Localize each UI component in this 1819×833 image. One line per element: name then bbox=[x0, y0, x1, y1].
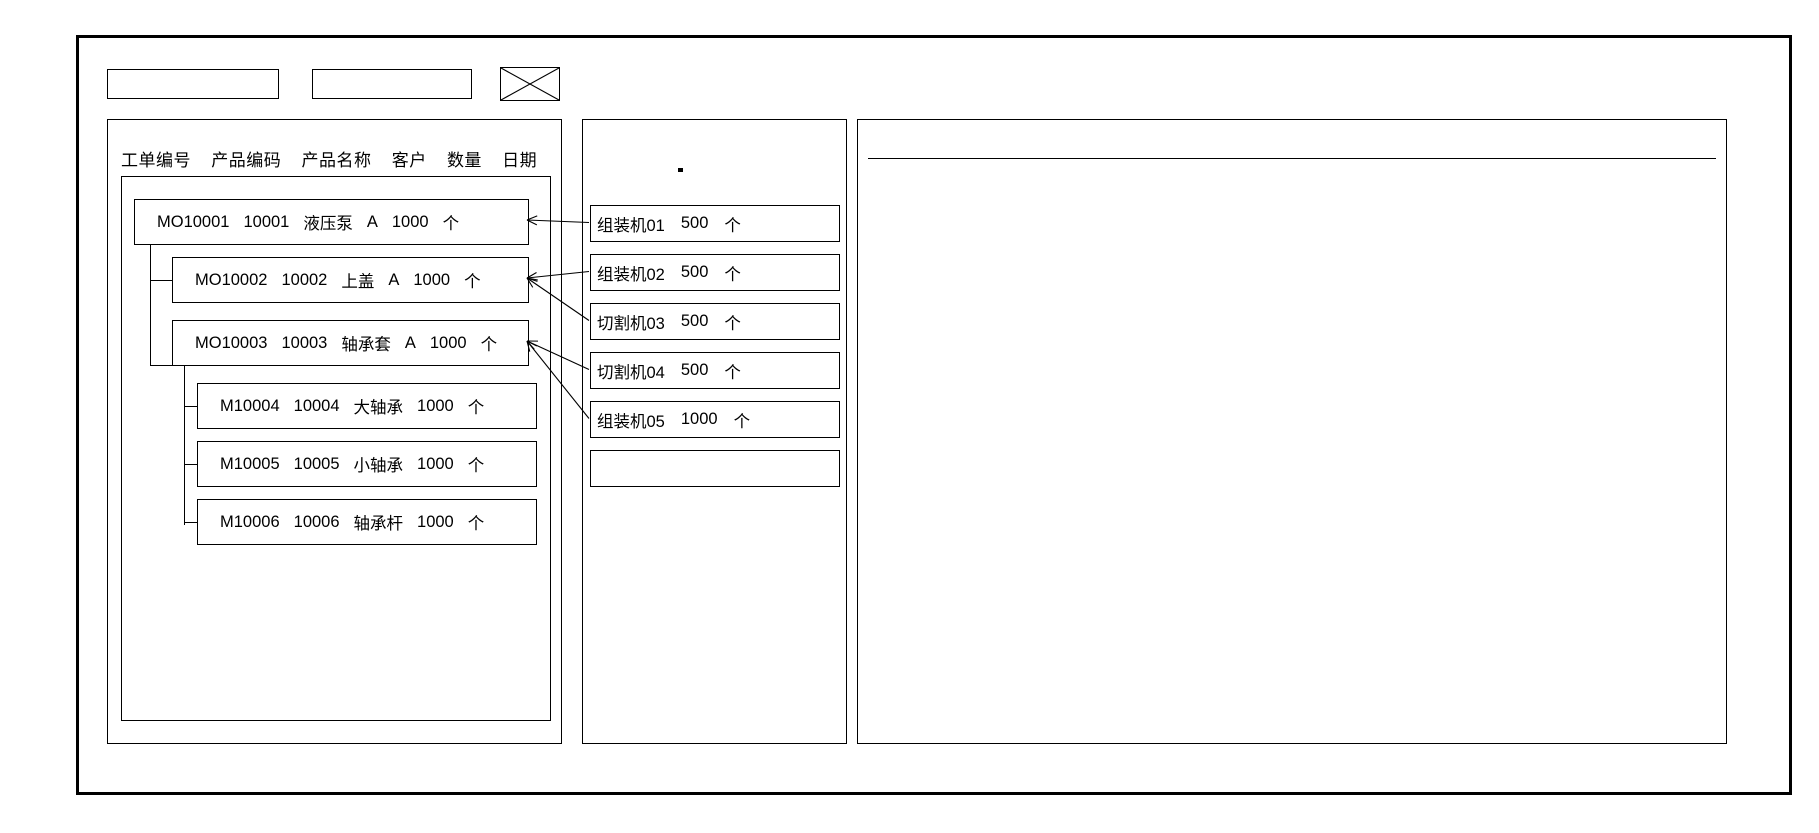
work-order-product-name: 轴承杆 bbox=[353, 515, 404, 533]
machine-quantity: 1000 bbox=[680, 410, 718, 428]
work-order-row[interactable]: M10006 10006 轴承杆 1000 个 bbox=[197, 499, 537, 545]
tree-connector-line bbox=[184, 464, 197, 466]
work-order-order-no: M10006 bbox=[220, 512, 280, 531]
work-order-product-name: 上盖 bbox=[341, 273, 375, 291]
machine-unit: 个 bbox=[724, 216, 741, 235]
machine-unit: 个 bbox=[724, 314, 741, 333]
work-order-unit: 个 bbox=[467, 515, 485, 533]
machine-name: 组装机02 bbox=[597, 265, 665, 284]
work-order-unit: 个 bbox=[442, 215, 460, 233]
work-order-product-code: 10001 bbox=[243, 212, 290, 231]
work-order-unit: 个 bbox=[467, 399, 485, 417]
work-order-panel: 工单编号 产品编码 产品名称 客户 数量 日期 MO10001 10001 液压泵 A… bbox=[107, 119, 562, 744]
machine-row-empty-slot[interactable] bbox=[590, 450, 840, 487]
tree-connector-line bbox=[184, 406, 197, 408]
work-order-unit: 个 bbox=[464, 273, 481, 291]
machine-name: 切割机04 bbox=[597, 363, 665, 382]
machine-row[interactable]: 切割机03 500 个 bbox=[590, 303, 840, 340]
work-order-unit: 个 bbox=[467, 457, 485, 475]
machine-name: 组装机05 bbox=[597, 412, 665, 431]
work-order-product-name: 大轴承 bbox=[353, 399, 404, 417]
work-order-product-name: 轴承套 bbox=[341, 336, 391, 354]
machine-unit: 个 bbox=[733, 412, 751, 431]
toolbar-input-1[interactable] bbox=[107, 69, 279, 99]
work-order-product-code: 10002 bbox=[281, 270, 328, 289]
work-order-quantity: 1000 bbox=[417, 454, 454, 473]
work-order-quantity: 1000 bbox=[429, 333, 467, 352]
machine-name: 切割机03 bbox=[597, 314, 665, 333]
image-placeholder-cross bbox=[501, 68, 559, 100]
machine-unit: 个 bbox=[724, 363, 741, 382]
panel-marker-dot bbox=[678, 168, 683, 172]
tree-connector-line bbox=[150, 245, 152, 365]
machine-name: 组装机01 bbox=[597, 216, 665, 235]
work-order-product-code: 10006 bbox=[293, 512, 340, 531]
work-order-row[interactable]: M10004 10004 大轴承 1000 个 bbox=[197, 383, 537, 429]
machine-row[interactable]: 切割机04 500 个 bbox=[590, 352, 840, 389]
machine-row[interactable]: 组装机01 500 个 bbox=[590, 205, 840, 242]
work-order-product-code: 10004 bbox=[293, 396, 340, 415]
work-order-product-name: 液压泵 bbox=[303, 215, 353, 233]
work-order-column-headers: 工单编号 产品编码 产品名称 客户 数量 日期 bbox=[121, 146, 551, 171]
work-order-order-no: MO10001 bbox=[157, 212, 230, 231]
machine-quantity: 500 bbox=[680, 214, 709, 232]
column-header-customer: 客户 bbox=[391, 151, 427, 170]
work-order-customer: A bbox=[366, 212, 378, 231]
work-order-product-code: 10003 bbox=[281, 333, 328, 352]
work-order-product-code: 10005 bbox=[293, 454, 340, 473]
work-order-row[interactable]: M10005 10005 小轴承 1000 个 bbox=[197, 441, 537, 487]
work-order-quantity: 1000 bbox=[417, 512, 454, 531]
column-header-order-no: 工单编号 bbox=[121, 151, 191, 170]
column-header-date: 日期 bbox=[502, 151, 538, 170]
work-order-order-no: M10004 bbox=[220, 396, 280, 415]
work-order-product-name: 小轴承 bbox=[353, 457, 404, 475]
work-order-row[interactable]: MO10003 10003 轴承套 A 1000 个 bbox=[172, 320, 529, 366]
work-order-customer: A bbox=[388, 270, 400, 289]
work-order-quantity: 1000 bbox=[417, 396, 454, 415]
column-header-quantity: 数量 bbox=[446, 151, 482, 170]
work-order-order-no: MO10002 bbox=[195, 270, 268, 289]
column-header-product-name: 产品名称 bbox=[301, 151, 372, 170]
detail-panel-header-divider bbox=[868, 158, 1716, 160]
work-order-row[interactable]: MO10001 10001 液压泵 A 1000 个 bbox=[134, 199, 529, 245]
tree-connector-line bbox=[150, 280, 172, 282]
machine-quantity: 500 bbox=[680, 361, 709, 379]
image-placeholder-icon[interactable] bbox=[500, 67, 560, 101]
column-header-product-code: 产品编码 bbox=[211, 151, 282, 170]
application-window: 工单编号 产品编码 产品名称 客户 数量 日期 MO10001 10001 液压泵 A… bbox=[76, 35, 1792, 795]
work-order-order-no: MO10003 bbox=[195, 333, 268, 352]
detail-panel bbox=[857, 119, 1727, 744]
tree-connector-line bbox=[150, 365, 172, 367]
toolbar bbox=[107, 67, 1757, 105]
tree-connector-line bbox=[184, 366, 186, 525]
work-order-row[interactable]: MO10002 10002 上盖 A 1000 个 bbox=[172, 257, 529, 303]
work-order-quantity: 1000 bbox=[413, 270, 451, 289]
tree-connector-line bbox=[184, 522, 197, 524]
work-order-unit: 个 bbox=[480, 336, 498, 354]
work-order-order-no: M10005 bbox=[220, 454, 280, 473]
machine-unit: 个 bbox=[724, 265, 741, 284]
work-order-customer: A bbox=[404, 333, 416, 352]
work-order-tree: MO10001 10001 液压泵 A 1000 个 MO10002 10002 上盖 A 1000… bbox=[121, 176, 551, 721]
machine-row[interactable]: 组装机02 500 个 bbox=[590, 254, 840, 291]
machine-quantity: 500 bbox=[680, 312, 709, 330]
work-order-quantity: 1000 bbox=[391, 212, 429, 231]
machine-quantity: 500 bbox=[680, 263, 709, 281]
machine-row[interactable]: 组装机05 1000 个 bbox=[590, 401, 840, 438]
toolbar-input-2[interactable] bbox=[312, 69, 472, 99]
